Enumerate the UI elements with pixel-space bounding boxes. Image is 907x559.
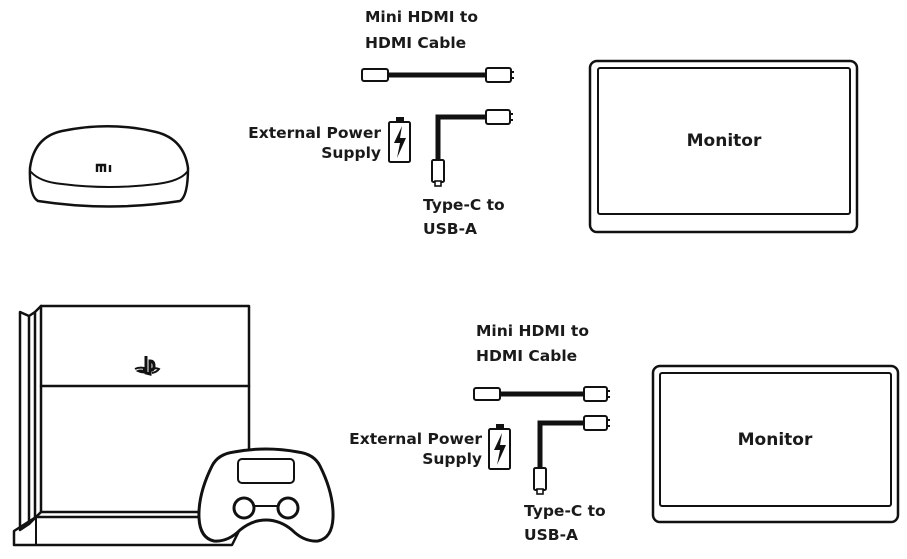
hdmi-cable [361, 67, 514, 83]
mi-box-device [28, 125, 190, 208]
usb-cable-label-line1: Type-C to [423, 196, 505, 214]
type-c-cable [431, 109, 513, 187]
playstation-logo-icon [134, 356, 161, 376]
hdmi-cable [473, 386, 610, 402]
setup-top: Mini HDMI to HDMI Cable External Power S… [28, 8, 859, 238]
power-supply-label-line1: External Power [248, 124, 381, 142]
setup-bottom: Mini HDMI to HDMI Cable External Power S… [12, 304, 900, 547]
monitor-label: Monitor [687, 131, 762, 151]
type-c-cable [533, 415, 610, 495]
usb-cable-label-line2: USB-A [423, 220, 477, 238]
monitor-device: Monitor [588, 59, 859, 234]
battery-bolt-icon [488, 424, 511, 470]
hdmi-cable-label-line1: Mini HDMI to [476, 322, 589, 340]
power-supply-label-line2: Supply [422, 450, 482, 468]
monitor-label: Monitor [738, 430, 813, 450]
usb-cable-label-line1: Type-C to [524, 502, 606, 520]
game-controller [197, 447, 335, 543]
hdmi-cable-label-line2: HDMI Cable [365, 34, 466, 52]
power-supply-label-line1: External Power [349, 430, 482, 448]
mi-logo-icon [95, 163, 112, 172]
usb-cable-label-line2: USB-A [524, 526, 578, 544]
playstation-console [12, 304, 251, 547]
hdmi-cable-label-line2: HDMI Cable [476, 347, 577, 365]
battery-bolt-icon [388, 117, 411, 163]
hdmi-cable-label-line1: Mini HDMI to [365, 8, 478, 26]
monitor-device: Monitor [651, 364, 900, 524]
power-supply-label-line2: Supply [321, 144, 381, 162]
